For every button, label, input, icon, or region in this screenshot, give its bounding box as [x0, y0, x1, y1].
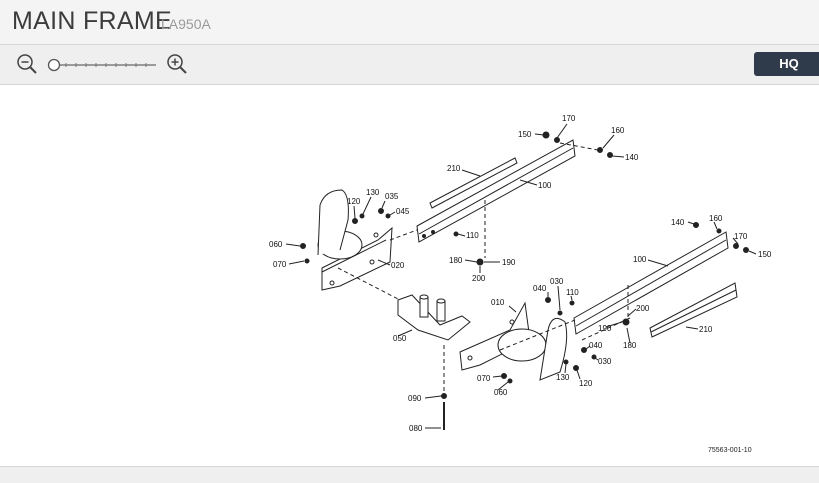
callout-label: 160 — [611, 126, 625, 135]
callout-label: 180 — [623, 341, 637, 350]
callout-labels: 150 170 160 140 210 100 130 035 045 120 … — [269, 114, 772, 433]
callout-label: 035 — [385, 192, 399, 201]
callout-label: 150 — [758, 250, 772, 259]
callout-label: 030 — [598, 357, 612, 366]
drawing-number: 75563-001-10 — [708, 447, 752, 454]
zoom-out-button[interactable] — [15, 52, 39, 76]
callout-label: 200 — [472, 274, 486, 283]
rail-upper — [416, 139, 576, 243]
callout-label: 130 — [366, 188, 380, 197]
callout-label: 140 — [671, 218, 685, 227]
zoom-out-icon — [17, 54, 37, 74]
callout-label: 190 — [598, 324, 612, 333]
zoom-in-icon — [167, 54, 187, 74]
zoom-in-button[interactable] — [165, 52, 189, 76]
callout-label: 140 — [625, 153, 639, 162]
callout-label: 060 — [269, 240, 283, 249]
callout-label: 100 — [538, 181, 552, 190]
callout-label: 200 — [636, 304, 650, 313]
callout-label: 210 — [699, 325, 713, 334]
callout-label: 090 — [408, 394, 422, 403]
callout-label: 040 — [589, 341, 603, 350]
exploded-parts-diagram: 150 170 160 140 210 100 130 035 045 120 … — [269, 114, 772, 454]
callout-label: 130 — [556, 373, 570, 382]
zoom-slider[interactable] — [46, 58, 158, 72]
callout-label: 080 — [409, 424, 423, 433]
page-footer — [0, 466, 819, 483]
callout-label: 110 — [466, 231, 479, 240]
callout-label: 050 — [393, 334, 407, 343]
rail-lower — [573, 231, 738, 338]
frame-right — [459, 301, 568, 381]
leader-lines — [285, 123, 757, 429]
fasteners — [300, 131, 749, 399]
callout-label: 030 — [550, 277, 564, 286]
callout-label: 100 — [633, 255, 647, 264]
callout-label: 045 — [396, 207, 410, 216]
callout-label: 210 — [447, 164, 461, 173]
callout-label: 110 — [566, 288, 579, 297]
callout-label: 190 — [502, 258, 516, 267]
callout-label: 020 — [391, 261, 405, 270]
callout-label: 040 — [533, 284, 547, 293]
zoom-toolbar: HQ — [0, 45, 819, 85]
hq-button[interactable]: HQ — [754, 52, 819, 76]
page-header: MAIN FRAME LA950A — [0, 0, 819, 45]
parts-diagram-canvas[interactable]: 150 170 160 140 210 100 130 035 045 120 … — [0, 85, 819, 466]
callout-label: 170 — [562, 114, 576, 123]
center-bracket — [397, 294, 471, 341]
callout-label: 060 — [494, 388, 508, 397]
callout-label: 120 — [347, 197, 361, 206]
callout-label: 070 — [273, 260, 287, 269]
callout-label: 010 — [491, 298, 505, 307]
callout-label: 070 — [477, 374, 491, 383]
alignment-lines — [337, 142, 631, 392]
frame-left — [317, 189, 393, 291]
callout-label: 180 — [449, 256, 463, 265]
zoom-slider-handle[interactable] — [47, 58, 61, 72]
callout-label: 150 — [518, 130, 532, 139]
callout-label: 160 — [709, 214, 723, 223]
page-title: MAIN FRAME — [12, 7, 172, 35]
model-code: LA950A — [161, 16, 211, 32]
callout-label: 170 — [734, 232, 748, 241]
callout-label: 120 — [579, 379, 593, 388]
